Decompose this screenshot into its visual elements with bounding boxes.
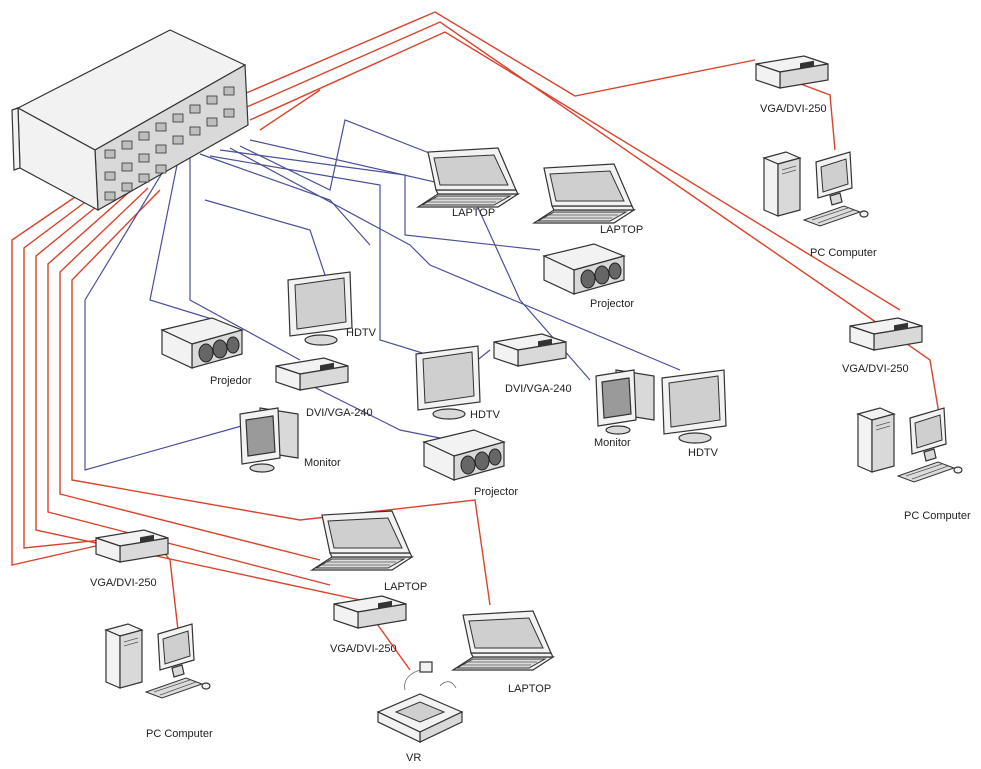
hdtv-3 [661, 369, 727, 444]
converter-vga-1 [755, 55, 829, 89]
monitor-1-label: Monitor [594, 437, 631, 449]
vcr [376, 661, 464, 743]
converter-dvi-2-label: DVI/VGA-240 [306, 407, 373, 419]
converter-vga-4 [333, 595, 407, 629]
converter-vga-3-label: VGA/DVI-250 [90, 577, 157, 589]
converter-dvi-2 [275, 357, 349, 391]
laptop-4 [452, 610, 554, 671]
projector-1-label: Projector [590, 298, 634, 310]
converter-dvi-1-label: DVI/VGA-240 [505, 383, 572, 395]
converter-vga-2 [849, 317, 923, 351]
hdtv-1-label: HDTV [346, 327, 377, 339]
converter-vga-1-label: VGA/DVI-250 [760, 103, 827, 115]
cables-red [11, 11, 941, 671]
hdtv-3-label: HDTV [688, 447, 719, 459]
monitor-1 [595, 369, 655, 435]
hdtv-1 [287, 271, 353, 346]
matrix-switcher [11, 29, 249, 212]
pc-computer-3-label: PC Computer [146, 728, 213, 740]
pc-computer-2-label: PC Computer [904, 510, 971, 522]
projector-2-label: Projedor [210, 375, 252, 387]
monitor-2 [239, 407, 299, 473]
converter-dvi-1 [493, 333, 567, 367]
laptop-4-label: LAPTOP [508, 683, 551, 695]
pc-computer-2 [857, 407, 963, 483]
hdtv-2-label: HDTV [470, 409, 501, 421]
monitor-2-label: Monitor [304, 457, 341, 469]
pc-computer-1-label: PC Computer [810, 247, 877, 259]
laptop-3 [311, 510, 413, 571]
laptop-1 [417, 147, 519, 208]
vcr-label: VR [406, 752, 421, 764]
projector-2 [161, 317, 243, 369]
pc-computer-1 [763, 151, 869, 227]
laptop-2 [533, 163, 635, 224]
laptop-2-label: LAPTOP [600, 224, 643, 236]
converter-vga-3 [95, 529, 169, 563]
projector-1 [543, 243, 625, 295]
converter-vga-2-label: VGA/DVI-250 [842, 363, 909, 375]
converter-vga-4-label: VGA/DVI-250 [330, 643, 397, 655]
projector-3-label: Projector [474, 486, 518, 498]
pc-computer-3 [105, 623, 211, 699]
laptop-1-label: LAPTOP [452, 207, 495, 219]
laptop-3-label: LAPTOP [384, 581, 427, 593]
